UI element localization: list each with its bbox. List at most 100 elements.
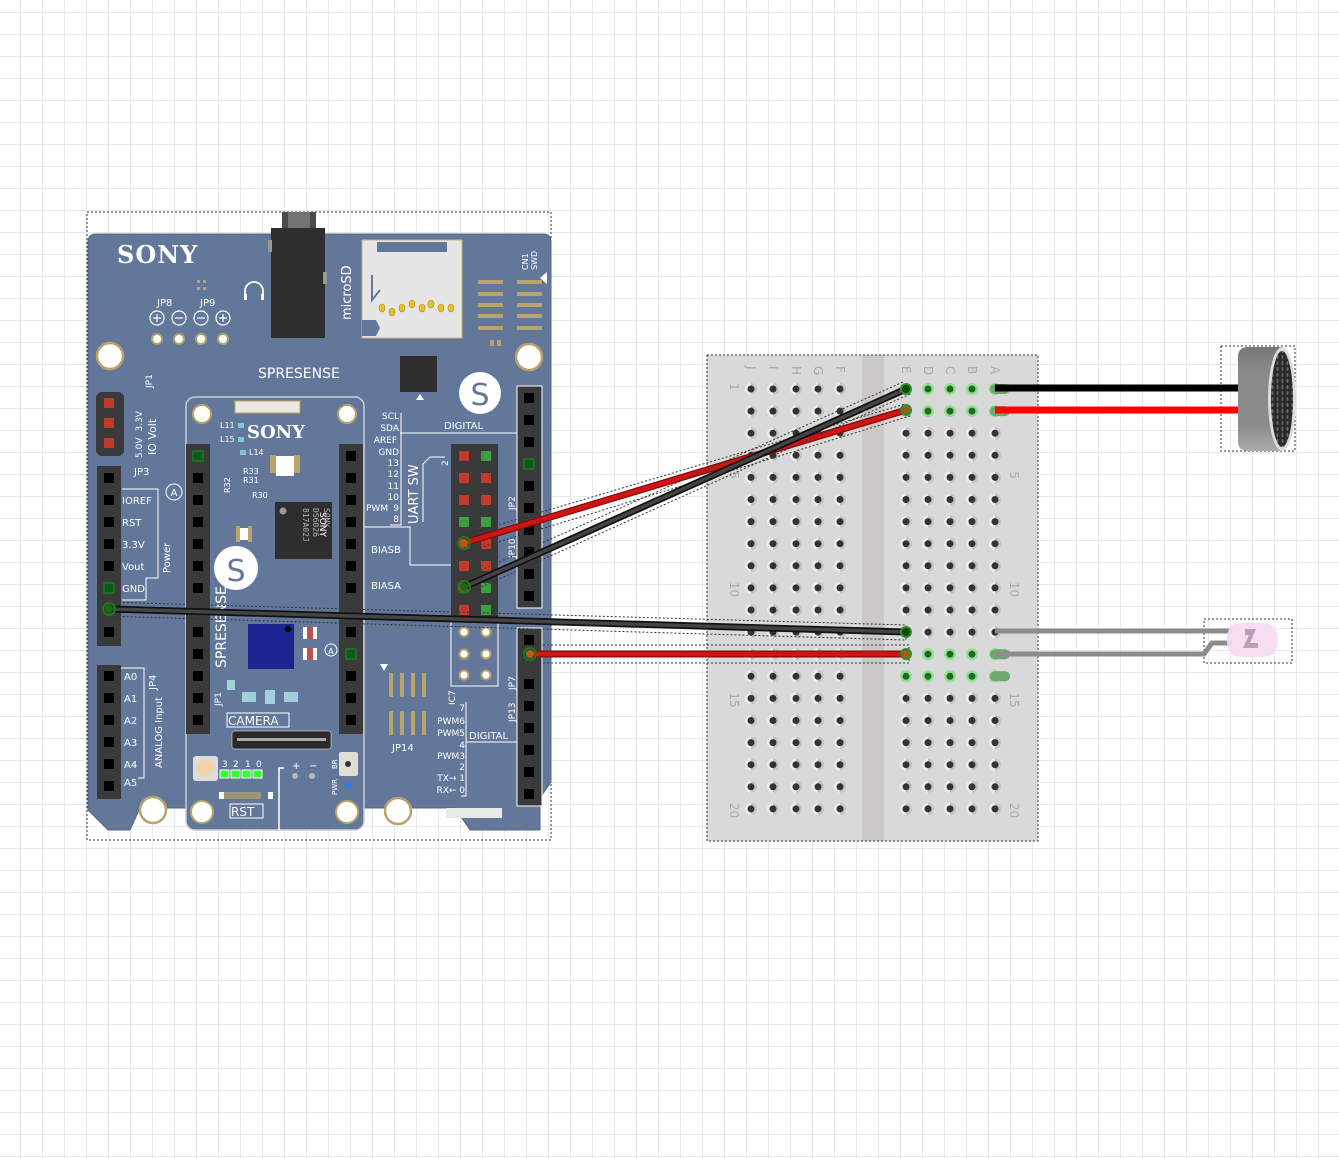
breadboard-hole[interactable] [966, 670, 978, 683]
breadboard-hole[interactable] [745, 515, 757, 528]
breadboard-hole[interactable] [989, 471, 1002, 484]
breadboard-hole[interactable] [922, 471, 934, 484]
breadboard-hole[interactable] [944, 648, 956, 661]
breadboard-hole[interactable] [900, 736, 912, 749]
breadboard-hole[interactable] [745, 692, 757, 705]
breadboard-hole[interactable] [966, 692, 978, 705]
breadboard-hole[interactable] [944, 383, 956, 395]
breadboard-hole[interactable] [900, 581, 912, 594]
breadboard-hole[interactable] [767, 604, 779, 616]
breadboard-hole[interactable] [922, 493, 934, 506]
breadboard-hole[interactable] [745, 427, 757, 440]
breadboard-hole[interactable] [767, 427, 780, 440]
breadboard-hole[interactable] [790, 692, 802, 705]
breadboard-hole[interactable] [989, 537, 1002, 550]
breadboard-hole[interactable] [790, 802, 802, 815]
breadboard-hole[interactable] [767, 670, 780, 683]
breadboard-hole[interactable] [989, 780, 1002, 793]
breadboard-hole[interactable] [922, 405, 934, 418]
breadboard-hole[interactable] [745, 537, 757, 550]
spresense-main-module[interactable]: SONY L11 L15 L14 R33 R31 R30 R32 SONY [185, 396, 365, 831]
breadboard-hole[interactable] [812, 604, 824, 616]
breadboard-hole[interactable] [767, 493, 780, 506]
breadboard-hole[interactable] [790, 449, 802, 462]
breadboard-hole[interactable] [745, 670, 757, 683]
breadboard-hole[interactable] [944, 670, 956, 683]
breadboard-hole[interactable] [812, 515, 825, 528]
breadboard-hole[interactable] [790, 493, 802, 506]
breadboard-hole[interactable] [944, 692, 957, 705]
breadboard-hole[interactable] [966, 383, 978, 395]
breadboard-hole[interactable] [812, 493, 825, 506]
breadboard-hole[interactable] [745, 758, 757, 771]
breadboard-hole[interactable] [966, 559, 978, 572]
breadboard-hole[interactable] [790, 714, 802, 727]
breadboard-hole[interactable] [922, 626, 934, 639]
breadboard-hole[interactable] [790, 471, 802, 484]
breadboard-hole[interactable] [900, 692, 912, 705]
breadboard-hole[interactable] [790, 559, 802, 572]
breadboard-hole[interactable] [834, 515, 846, 528]
breadboard-hole[interactable] [944, 515, 957, 528]
breadboard-hole[interactable] [834, 736, 846, 749]
breadboard-hole[interactable] [989, 515, 1002, 528]
breadboard-hole[interactable] [966, 758, 978, 771]
breadboard-hole[interactable] [745, 802, 757, 815]
breadboard-hole[interactable] [989, 559, 1002, 572]
breadboard-hole[interactable] [834, 692, 846, 705]
breadboard-hole[interactable] [790, 515, 802, 528]
breadboard-hole[interactable] [745, 559, 757, 572]
breadboard-hole[interactable] [745, 581, 757, 594]
breadboard-hole[interactable] [966, 780, 978, 793]
breadboard-hole[interactable] [922, 714, 934, 727]
breadboard-hole[interactable] [812, 692, 825, 705]
breadboard-hole[interactable] [745, 780, 757, 793]
breadboard-hole[interactable] [790, 581, 802, 594]
breadboard-hole[interactable] [790, 405, 802, 418]
breadboard-hole[interactable] [812, 537, 825, 550]
breadboard-hole[interactable] [834, 758, 846, 771]
breadboard-hole[interactable] [922, 559, 934, 572]
breadboard-hole[interactable] [834, 449, 846, 462]
io-volt-jumper[interactable] [96, 392, 124, 456]
breadboard-hole[interactable] [944, 493, 957, 506]
breadboard-hole[interactable] [944, 537, 957, 550]
breadboard-hole[interactable] [834, 383, 846, 395]
jp2-header[interactable] [516, 385, 543, 609]
power-header[interactable] [97, 466, 121, 646]
breadboard-hole[interactable] [944, 449, 957, 462]
breadboard-hole[interactable] [745, 383, 757, 395]
breadboard-hole[interactable] [834, 581, 846, 594]
breadboard-hole[interactable] [922, 537, 934, 550]
breadboard-hole[interactable] [989, 493, 1002, 506]
breadboard-hole[interactable] [944, 471, 957, 484]
breadboard-hole[interactable] [944, 405, 956, 418]
breadboard-hole[interactable] [944, 559, 957, 572]
breadboard-hole[interactable] [900, 802, 912, 815]
breadboard-hole[interactable] [790, 736, 802, 749]
breadboard-hole[interactable] [944, 427, 957, 440]
breadboard-hole[interactable] [966, 802, 978, 815]
breadboard-hole[interactable] [767, 405, 780, 418]
breadboard-hole[interactable] [922, 449, 934, 462]
breadboard-hole[interactable] [767, 559, 780, 572]
breadboard-hole[interactable] [989, 736, 1002, 749]
breadboard-hole[interactable] [989, 449, 1002, 462]
breadboard-hole[interactable] [944, 802, 957, 815]
breadboard-hole[interactable] [745, 714, 757, 727]
breadboard-hole[interactable] [966, 736, 978, 749]
breadboard-hole[interactable] [922, 736, 934, 749]
microsd-slot[interactable] [361, 239, 463, 339]
breadboard-hole[interactable] [922, 780, 934, 793]
breadboard-hole[interactable] [966, 714, 978, 727]
breadboard-hole[interactable] [900, 780, 912, 793]
breadboard-hole[interactable] [900, 604, 912, 616]
breadboard-hole[interactable] [922, 427, 934, 440]
breadboard-hole[interactable] [922, 604, 934, 616]
breadboard-hole[interactable] [900, 714, 912, 727]
breadboard-hole[interactable] [900, 471, 912, 484]
breadboard-hole[interactable] [745, 493, 757, 506]
breadboard-hole[interactable] [767, 515, 780, 528]
breadboard-hole[interactable] [966, 648, 978, 661]
